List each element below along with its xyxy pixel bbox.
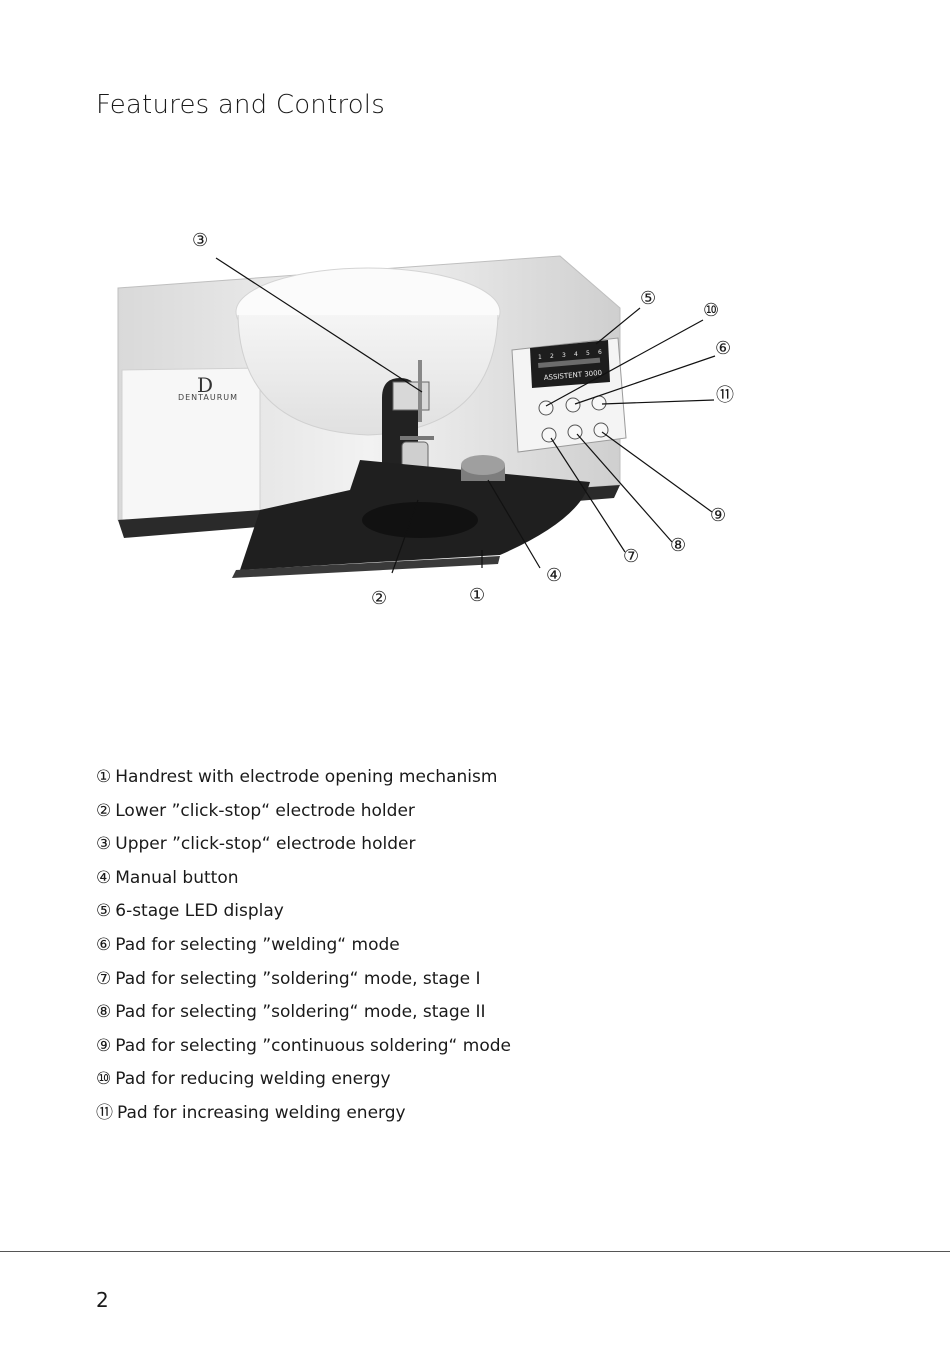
dome	[235, 267, 501, 436]
handrest	[232, 460, 590, 578]
page-title: Features and Controls	[96, 90, 385, 120]
page-number: 2	[96, 1288, 109, 1312]
svg-text:2: 2	[550, 353, 554, 360]
callout-9: ⑨	[710, 505, 727, 526]
svg-text:3: 3	[562, 352, 566, 359]
footer-divider	[0, 1251, 950, 1252]
callout-7: ⑦	[623, 546, 640, 567]
control-panel: 1 2 3 4 5 6 ASSISTENT 3000	[511, 337, 627, 453]
manual-button	[461, 455, 505, 481]
pad-welding-mode	[565, 397, 581, 413]
callout-3: ③	[192, 230, 209, 251]
callout-5: ⑤	[640, 288, 657, 309]
callout-8: ⑧	[670, 535, 687, 556]
pad-increase-energy	[591, 395, 607, 411]
svg-text:5: 5	[586, 350, 590, 357]
device-figure: D DENTAURUM 1 2 3 4 5 6 ASSISTENT 3000	[100, 220, 760, 620]
brand-text: DENTAURUM	[178, 393, 238, 402]
callout-11: ⑪	[716, 385, 734, 406]
welding-device-illustration: D DENTAURUM 1 2 3 4 5 6 ASSISTENT 3000	[117, 255, 716, 578]
callout-6: ⑥	[715, 338, 732, 359]
callout-4: ④	[546, 565, 563, 586]
svg-text:6: 6	[598, 349, 602, 356]
callout-2: ②	[371, 588, 388, 609]
callout-10: ⑩	[703, 300, 720, 321]
callout-1: ①	[469, 585, 486, 606]
led-number-row: 1 2 3 4 5 6	[538, 349, 602, 361]
svg-text:4: 4	[574, 351, 578, 358]
brand-logo: D	[197, 373, 213, 397]
callout-leader-lines	[215, 257, 716, 574]
pad-soldering-stage-1	[541, 427, 557, 443]
svg-text:1: 1	[538, 354, 542, 361]
